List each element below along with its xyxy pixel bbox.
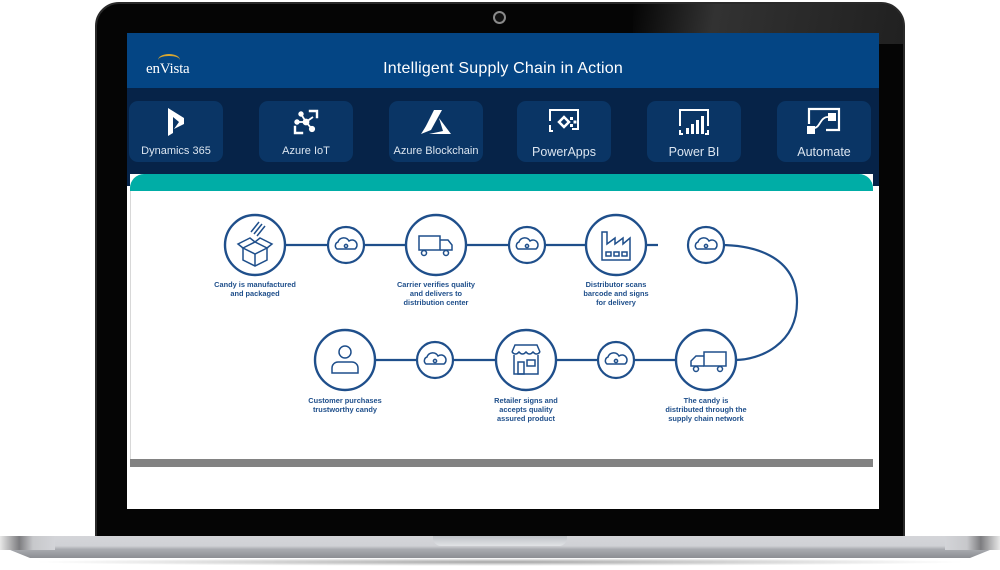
step-circle-distributor — [584, 213, 648, 277]
text-line: Retailer signs and — [494, 396, 558, 405]
laptop-base — [0, 536, 1000, 558]
text-line: Distributor scans — [585, 280, 647, 289]
step-circle-manufactured — [223, 213, 287, 277]
app-tile-azure-blockchain[interactable]: Azure Blockchain — [389, 101, 483, 162]
app-label: Automate — [797, 145, 851, 159]
app-tile-dynamics-365[interactable]: Dynamics 365 — [129, 101, 223, 162]
box-icon — [236, 221, 274, 267]
person-icon — [331, 345, 359, 374]
text-line: barcode and signs — [583, 289, 649, 298]
logo-arc — [158, 54, 180, 66]
envista-logo: enVista — [146, 61, 190, 77]
truck-icon — [690, 351, 727, 373]
power-bi-icon — [679, 109, 709, 135]
text-line: assured product — [497, 414, 555, 423]
truck-icon — [418, 235, 453, 257]
power-automate-icon — [807, 107, 841, 134]
text-line: Customer purchases — [308, 396, 382, 405]
step-text-customer: Customer purchases trustworthy candy — [285, 396, 405, 414]
factory-icon — [601, 231, 631, 261]
process-panel: Candy is manufactured and packaged Carri… — [130, 174, 873, 467]
step-text-distribution: The candy is distributed through the sup… — [646, 396, 766, 423]
step-text-distributor: Distributor scans barcode and signs for … — [556, 280, 676, 307]
step-text-carrier: Carrier verifies quality and delivers to… — [376, 280, 496, 307]
text-line: and delivers to — [409, 289, 463, 298]
text-line: accepts quality — [499, 405, 553, 414]
panel-border — [130, 191, 131, 459]
text-line: distributed through the — [665, 405, 747, 414]
app-label: Power BI — [668, 145, 720, 159]
app-tiles-bar: Dynamics 365 Azure — [127, 88, 879, 186]
laptop-shadow — [30, 558, 970, 566]
store-icon — [511, 344, 541, 375]
text-line: Candy is manufactured — [214, 280, 296, 289]
app-label: Dynamics 365 — [141, 145, 211, 157]
supply-chain-flow-diagram — [223, 213, 799, 392]
app-label: PowerApps — [532, 145, 596, 159]
laptop-open-notch — [433, 536, 567, 546]
app-tile-powerapps[interactable]: PowerApps — [517, 101, 611, 162]
screen: enVista Intelligent Supply Chain in Acti… — [127, 33, 879, 509]
step-text-manufactured: Candy is manufactured and packaged — [195, 280, 315, 298]
header-bar: enVista Intelligent Supply Chain in Acti… — [127, 33, 879, 88]
step-text-retailer: Retailer signs and accepts quality assur… — [466, 396, 586, 423]
cloud-sync-icon — [334, 237, 718, 365]
powerapps-icon — [549, 109, 579, 132]
app-label: Azure IoT — [282, 145, 330, 157]
step-circle-retailer — [494, 328, 558, 392]
app-tile-automate[interactable]: Automate — [777, 101, 871, 162]
dynamics-365-icon — [168, 108, 184, 136]
azure-icon — [421, 110, 451, 134]
base-edge-right — [945, 536, 1000, 550]
text-line: Carrier verifies quality — [396, 280, 476, 289]
text-line: trustworthy candy — [312, 405, 378, 414]
text-line: and packaged — [230, 289, 280, 298]
step-circle-carrier — [404, 213, 468, 277]
text-line: supply chain network — [668, 414, 744, 423]
app-label: Azure Blockchain — [393, 145, 479, 157]
text-line: distribution center — [403, 298, 469, 307]
panel-bottom-bar — [130, 459, 873, 467]
app-tile-azure-iot[interactable]: Azure IoT — [259, 101, 353, 162]
step-circle-customer — [313, 328, 377, 392]
text-line: for delivery — [596, 298, 636, 307]
base-edge-left — [0, 536, 55, 550]
panel-teal-header — [130, 174, 873, 191]
text-line: The candy is — [683, 396, 729, 405]
page-title: Intelligent Supply Chain in Action — [383, 60, 623, 77]
step-circle-distribution — [674, 328, 738, 392]
app-tile-power-bi[interactable]: Power BI — [647, 101, 741, 162]
webcam-icon — [493, 11, 506, 24]
azure-iot-icon — [293, 109, 319, 135]
